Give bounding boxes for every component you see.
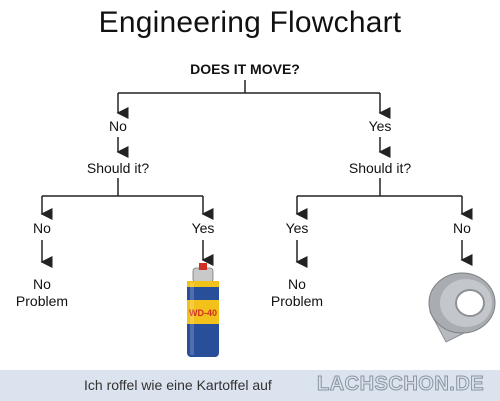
result-line-1: No [288, 276, 306, 292]
right-no-label: No [453, 220, 471, 236]
result-line-1: No [33, 276, 51, 292]
left-answer-label: No [109, 118, 127, 134]
wd40-can-icon: WD-40 [187, 263, 219, 357]
right-answer-label: Yes [368, 118, 392, 134]
footer-caption: Ich roffel wie eine Kartoffel auf [84, 377, 272, 393]
right-yes-result: No Problem [257, 276, 337, 310]
page-title: Engineering Flowchart [98, 6, 402, 39]
result-line-2: Problem [270, 293, 324, 309]
root-question: DOES IT MOVE? [190, 61, 300, 77]
left-no-result: No Problem [2, 276, 82, 310]
svg-text:WD-40: WD-40 [189, 308, 217, 318]
right-question-label: Should it? [348, 160, 412, 176]
result-line-2: Problem [15, 293, 69, 309]
left-no-label: No [33, 220, 51, 236]
right-yes-label: Yes [285, 220, 309, 236]
left-question-label: Should it? [86, 160, 150, 176]
site-logo[interactable]: LACHSCHON.DE [316, 373, 485, 396]
footer-banner: Ich roffel wie eine Kartoffel auf LACHSC… [0, 370, 500, 401]
left-yes-label: Yes [191, 220, 215, 236]
duct-tape-icon [428, 272, 496, 343]
